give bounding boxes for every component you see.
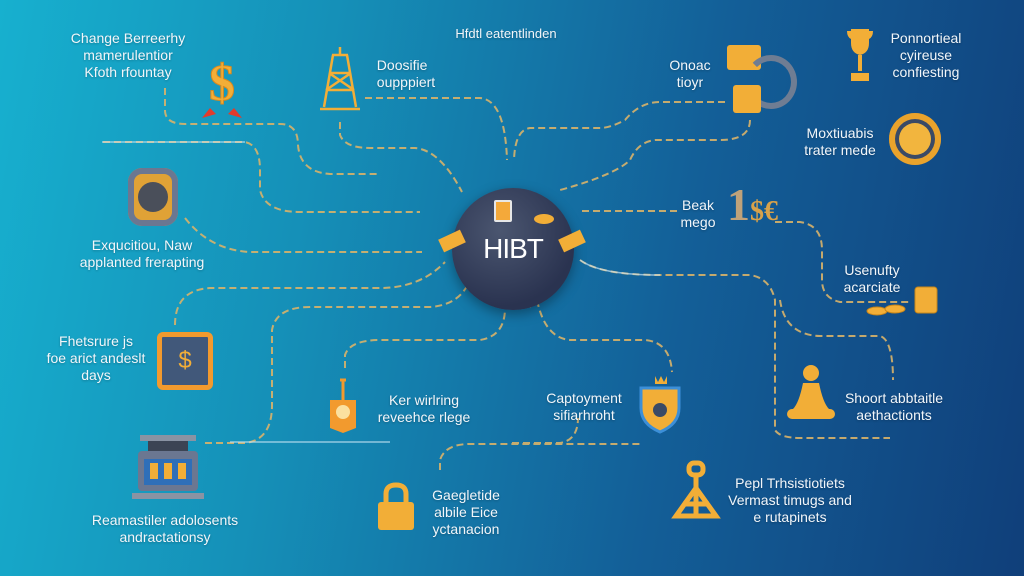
connector <box>513 101 725 161</box>
medal-icon <box>889 113 941 165</box>
connector <box>339 122 463 193</box>
diagram-title: Hfdtl eatentlinden <box>455 26 557 41</box>
box-icon <box>330 378 356 433</box>
shield-icon <box>639 376 681 434</box>
svg-text:$: $ <box>209 55 235 112</box>
connector <box>103 141 420 213</box>
lock-dial-icon <box>128 168 178 226</box>
hub-node: HIBT <box>438 188 586 310</box>
padlock-icon <box>378 482 414 530</box>
connector <box>184 217 422 253</box>
oil-derrick-icon <box>320 47 360 111</box>
currency-icon: 1$€ <box>727 179 778 230</box>
coin-icon <box>534 214 554 224</box>
connector <box>512 417 579 444</box>
glass-icon <box>494 200 512 222</box>
cash-register-icon <box>132 435 204 499</box>
connector <box>344 307 506 368</box>
card-icon <box>733 85 761 113</box>
connector <box>365 97 508 161</box>
coins-icon <box>866 286 938 316</box>
ring-icon <box>745 55 797 109</box>
connector <box>775 221 910 303</box>
connector <box>164 88 378 175</box>
connector <box>579 259 890 439</box>
connector <box>439 443 640 470</box>
connector <box>559 119 751 191</box>
connector <box>205 279 471 444</box>
connector <box>536 299 673 373</box>
hub-label: HIBT <box>483 233 544 264</box>
dollar-tablet-icon: $ <box>157 332 213 390</box>
anchor-icon <box>671 460 721 519</box>
connector <box>579 259 661 276</box>
trophy-icon <box>847 29 873 81</box>
chess-pawn-icon <box>787 365 835 419</box>
connector <box>779 299 894 381</box>
connector <box>174 261 446 326</box>
dollar-icon: $ <box>202 55 242 118</box>
